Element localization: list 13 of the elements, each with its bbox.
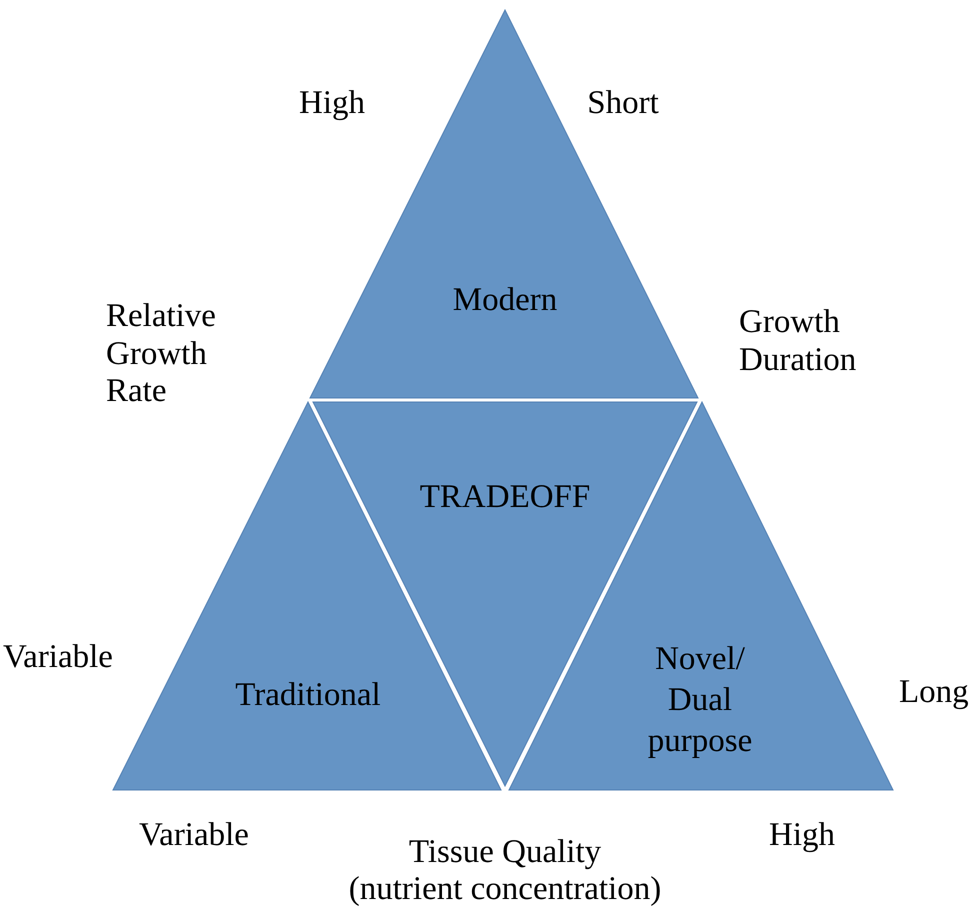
section-label: TRADEOFF — [418, 478, 592, 516]
axis-label: Growth Duration — [739, 303, 858, 379]
axis-label: Tissue Quality (nutrient concentration) — [348, 834, 662, 908]
section-label: Modern — [452, 281, 558, 319]
section-label: Traditional — [234, 676, 382, 714]
section-label: Novel/ Dual purpose — [646, 640, 754, 760]
axis-label: High — [298, 84, 366, 122]
axis-label: High — [768, 816, 836, 854]
axis-label: Variable — [139, 816, 250, 854]
axis-label: Long — [899, 673, 970, 711]
axis-label: Variable — [3, 638, 114, 676]
axis-label: Relative Growth Rate — [106, 298, 217, 410]
axis-label: Short — [586, 84, 660, 122]
